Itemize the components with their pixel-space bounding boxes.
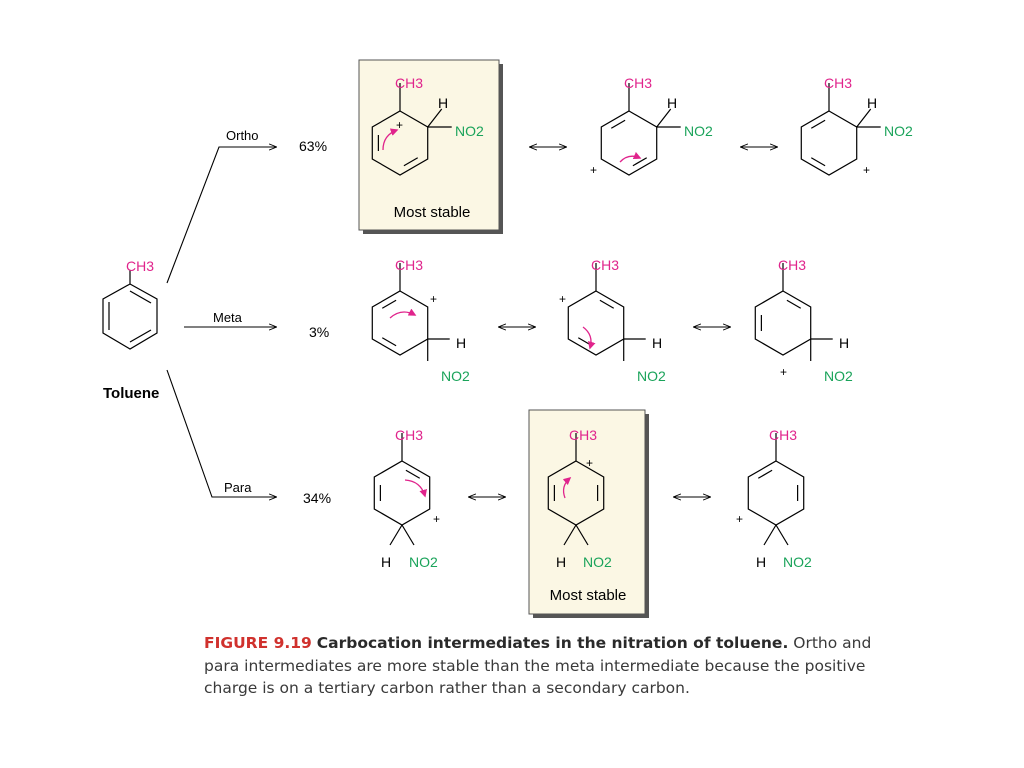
most-stable-label: Most stable: [394, 204, 471, 221]
charge-label: +: [559, 292, 566, 306]
hydrogen-label: H: [652, 335, 662, 351]
methyl-label: CH3: [624, 75, 652, 91]
double-bond: [786, 299, 802, 309]
substituent-bond: [389, 524, 403, 546]
double-bond: [610, 119, 626, 129]
ring: [800, 110, 858, 176]
nitro-label: NO2: [637, 368, 666, 384]
substituent-bond: [575, 524, 589, 546]
double-bond: [632, 157, 648, 167]
double-bond: [381, 299, 397, 309]
nitro-label: NO2: [409, 554, 438, 570]
substituent-bond: [401, 524, 415, 546]
methyl-label: CH3: [569, 427, 597, 443]
yield-ortho: 63%: [299, 138, 327, 154]
most-stable-box-ortho: Most stable: [358, 59, 503, 234]
hydrogen-label: H: [667, 95, 677, 111]
methyl-label: CH3: [395, 257, 423, 273]
group-labels: CH3 H NO2 + CH3 H NO2 + CH3 H NO2 + CH3 …: [381, 75, 913, 570]
methyl-label: CH3: [778, 257, 806, 273]
substituent-bond: [656, 108, 672, 128]
charge-label: +: [736, 512, 743, 526]
figure-number: FIGURE 9.19: [204, 634, 312, 652]
charge-label: +: [780, 365, 787, 379]
hydrogen-label: H: [438, 95, 448, 111]
double-bond: [405, 469, 421, 479]
double-bond: [810, 119, 826, 129]
reaction-scheme: Most stable Most stable CH3 Toluene Orth…: [102, 59, 913, 618]
double-bond: [577, 337, 593, 347]
curved-electron-arrow: [562, 476, 572, 499]
intermediate-structures: [371, 83, 881, 546]
pathway-label-para: Para: [224, 480, 252, 495]
charge-label: +: [430, 292, 437, 306]
nitro-label: NO2: [783, 554, 812, 570]
substituent-bond: [427, 108, 443, 128]
nitro-label: NO2: [824, 368, 853, 384]
nitro-label: NO2: [441, 368, 470, 384]
ring: [754, 290, 812, 356]
substituent-bond: [775, 524, 789, 546]
hydrogen-label: H: [456, 335, 466, 351]
figure-body: Ortho and para intermediates are more st…: [204, 634, 872, 697]
toluene-methyl-label: CH3: [126, 258, 154, 274]
hydrogen-label: H: [839, 335, 849, 351]
curved-electron-arrow: [389, 308, 417, 319]
figure-title: Carbocation intermediates in the nitrati…: [316, 634, 789, 652]
ring: [567, 290, 625, 356]
toluene-name: Toluene: [103, 385, 159, 402]
toluene-molecule: [102, 270, 158, 350]
nitro-label: NO2: [684, 123, 713, 139]
hydrogen-label: H: [756, 554, 766, 570]
substituent-bond: [856, 108, 872, 128]
charge-label: +: [863, 163, 870, 177]
pathway-label-ortho: Ortho: [226, 128, 259, 143]
methyl-label: CH3: [395, 427, 423, 443]
nitro-label: NO2: [884, 123, 913, 139]
figure-caption: FIGURE 9.19 Carbocation intermediates in…: [204, 632, 884, 700]
ring: [371, 290, 429, 356]
charge-label: +: [586, 456, 593, 470]
charge-label: +: [590, 163, 597, 177]
methyl-label: CH3: [769, 427, 797, 443]
charge-label: +: [396, 118, 403, 132]
methyl-label: CH3: [824, 75, 852, 91]
ring: [373, 460, 431, 526]
methyl-label: CH3: [591, 257, 619, 273]
hydrogen-label: H: [381, 554, 391, 570]
nitro-label: NO2: [455, 123, 484, 139]
double-bond: [381, 337, 397, 347]
substituent-bond: [763, 524, 777, 546]
double-bond: [599, 299, 615, 309]
ring: [600, 110, 658, 176]
ring: [747, 460, 805, 526]
resonance-arrows: [469, 147, 777, 497]
curved-electron-arrow: [619, 151, 642, 163]
yield-meta: 3%: [309, 324, 329, 340]
most-stable-label: Most stable: [550, 587, 627, 604]
curved-electron-arrow: [582, 326, 596, 350]
double-bond: [810, 157, 826, 167]
double-bond: [403, 157, 419, 167]
hydrogen-label: H: [867, 95, 877, 111]
curved-electron-arrow: [382, 128, 399, 151]
curved-electron-arrow: [404, 479, 427, 498]
substituent-bond: [563, 524, 577, 546]
charge-label: +: [433, 512, 440, 526]
yield-para: 34%: [303, 490, 331, 506]
nitro-label: NO2: [583, 554, 612, 570]
double-bond: [757, 469, 773, 479]
pathway-branches: [166, 147, 276, 497]
pathway-label-meta: Meta: [213, 310, 243, 325]
methyl-label: CH3: [395, 75, 423, 91]
hydrogen-label: H: [556, 554, 566, 570]
